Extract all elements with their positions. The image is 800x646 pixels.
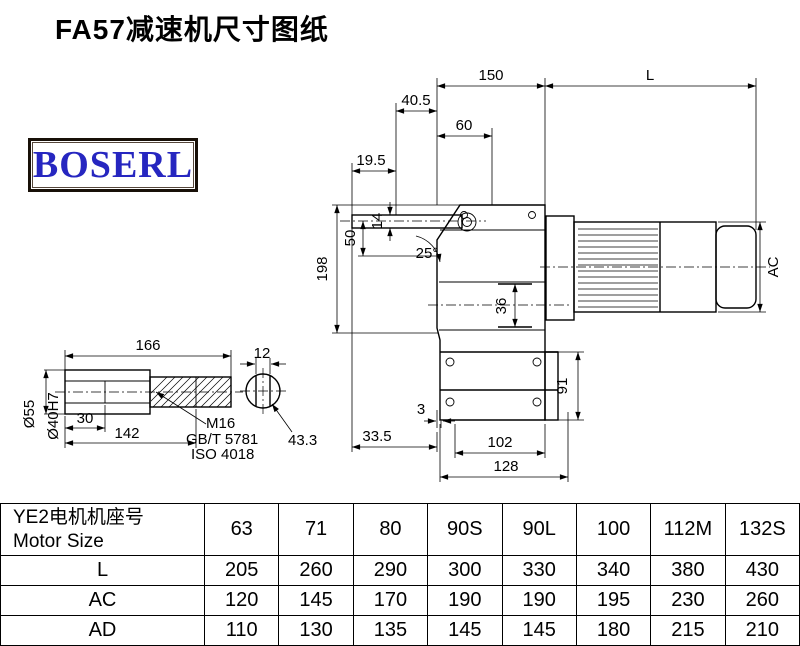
value-cell: 380 (650, 555, 726, 586)
value-cell: 430 (724, 555, 800, 586)
value-cell: 170 (352, 585, 429, 616)
standard-gb: GB/T 5781 (186, 431, 258, 448)
size-cell: 90L (501, 503, 577, 556)
size-cell: 132S (724, 503, 800, 556)
value-cell: 145 (501, 615, 577, 646)
value-cell: 195 (575, 585, 652, 616)
dim-150: 150 (478, 67, 503, 84)
dim-19-5: 19.5 (356, 152, 385, 169)
dim-198: 198 (314, 256, 331, 281)
motor-size-header-cell: YE2电机机座号 Motor Size (0, 503, 205, 556)
row-label-AD: AD (0, 615, 205, 646)
size-cell: 90S (427, 503, 503, 556)
value-cell: 340 (575, 555, 652, 586)
page-title: FA57减速机尺寸图纸 (55, 14, 329, 45)
thread-spec: M16 (206, 415, 235, 432)
dim-14: 14 (369, 213, 386, 230)
dim-12: 12 (254, 345, 271, 362)
value-cell: 110 (203, 615, 280, 646)
dim-30: 30 (77, 410, 94, 427)
value-cell: 330 (501, 555, 577, 586)
row-label-AC: AC (0, 585, 205, 616)
dim-L: L (646, 67, 654, 84)
dim-25deg: 25° (416, 245, 439, 262)
value-cell: 290 (352, 555, 429, 586)
value-cell: 210 (724, 615, 800, 646)
technical-drawing: 150 L 40.5 60 19.5 50 14 25° 198 (21, 67, 782, 482)
value-cell: 190 (427, 585, 503, 616)
table-row-AD: AD 110 130 135 145 145 180 215 210 (0, 615, 800, 646)
size-cell: 100 (575, 503, 652, 556)
motor-size-label-en: Motor Size (13, 530, 104, 552)
dim-dia55: Ø55 (21, 400, 38, 428)
size-cell: 112M (650, 503, 726, 556)
dim-33-5: 33.5 (362, 428, 391, 445)
standard-iso: ISO 4018 (191, 446, 254, 463)
dim-43-3: 43.3 (288, 432, 317, 449)
dim-3: 3 (417, 401, 425, 418)
value-cell: 180 (575, 615, 652, 646)
spec-table: YE2电机机座号 Motor Size 63 71 80 90S 90L 100… (0, 503, 800, 646)
boserl-logo: BOSERL (28, 138, 198, 192)
value-cell: 190 (501, 585, 577, 616)
boserl-logo-text: BOSERL (32, 144, 194, 186)
size-cell: 63 (203, 503, 280, 556)
value-cell: 260 (724, 585, 800, 616)
value-cell: 260 (278, 555, 354, 586)
shaft-detail: 166 Ø55 Ø40H7 30 142 M16 GB/T 5781 ISO 4… (21, 337, 258, 463)
dim-40-5: 40.5 (401, 92, 430, 109)
keyway-section-detail: 12 43.3 (240, 345, 317, 449)
table-row-L: L 205 260 290 300 330 340 380 430 (0, 555, 800, 586)
dim-60: 60 (456, 117, 473, 134)
value-cell: 300 (427, 555, 503, 586)
size-cell: 80 (352, 503, 429, 556)
main-view-dimensions: 150 L 40.5 60 19.5 50 14 25° 198 (314, 67, 782, 482)
dim-166: 166 (135, 337, 160, 354)
value-cell: 120 (203, 585, 280, 616)
motor-outline (540, 215, 770, 321)
dim-128: 128 (493, 458, 518, 475)
dim-50: 50 (342, 230, 359, 247)
table-row-AC: AC 120 145 170 190 190 195 230 260 (0, 585, 800, 616)
value-cell: 145 (278, 585, 354, 616)
value-cell: 145 (427, 615, 503, 646)
input-shaft (340, 212, 486, 232)
value-cell: 130 (278, 615, 354, 646)
motor-size-label-cn: YE2电机机座号 (13, 506, 144, 528)
dim-dia40h7: Ø40H7 (45, 392, 62, 440)
value-cell: 135 (352, 615, 429, 646)
value-cell: 215 (650, 615, 726, 646)
size-cell: 71 (278, 503, 354, 556)
dim-36: 36 (493, 298, 510, 315)
dim-102: 102 (487, 434, 512, 451)
table-header-row: YE2电机机座号 Motor Size 63 71 80 90S 90L 100… (0, 503, 800, 556)
value-cell: 205 (203, 555, 280, 586)
value-cell: 230 (650, 585, 726, 616)
row-label-L: L (0, 555, 205, 586)
dim-AC: AC (765, 256, 782, 277)
dim-142: 142 (114, 425, 139, 442)
dim-91: 91 (554, 378, 571, 395)
